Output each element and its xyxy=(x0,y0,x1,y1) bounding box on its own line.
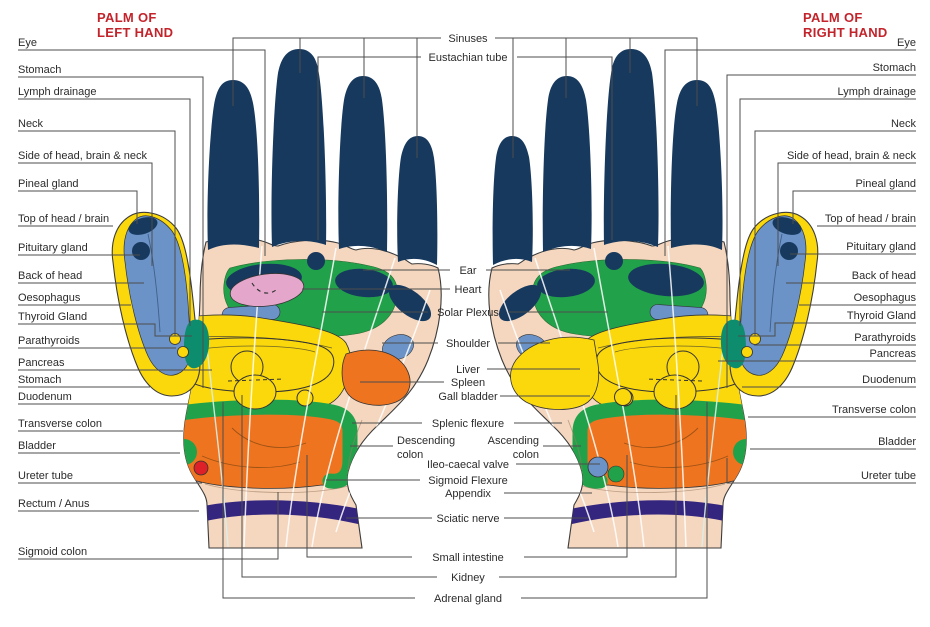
label-left-top-of-head: Top of head / brain xyxy=(18,213,109,225)
label-kidney: Kidney xyxy=(451,572,485,584)
label-left-pineal-gland: Pineal gland xyxy=(18,178,79,190)
label-right-eye: Eye xyxy=(897,37,916,49)
label-eustachian-tube: Eustachian tube xyxy=(429,52,508,64)
label-left-oesophagus: Oesophagus xyxy=(18,292,81,304)
label-splenic-flexure: Splenic flexure xyxy=(432,418,504,430)
zone-gall-bladder xyxy=(614,388,632,406)
label-left-duodenum: Duodenum xyxy=(18,391,72,403)
sinus-bracket-right xyxy=(513,37,698,106)
label-left-ureter-tube: Ureter tube xyxy=(18,470,73,482)
label-left-side-of-head: Side of head, brain & neck xyxy=(18,150,148,162)
label-ear: Ear xyxy=(459,265,476,277)
label-sigmoid-flexure: Sigmoid Flexure xyxy=(428,475,507,487)
label-right-back-of-head: Back of head xyxy=(852,270,916,282)
left-hand xyxy=(112,49,441,548)
label-sciatic-nerve: Sciatic nerve xyxy=(437,513,500,525)
label-left-rectum-anus: Rectum / Anus xyxy=(18,498,90,510)
label-right-pituitary-gland: Pituitary gland xyxy=(846,241,916,253)
label-left-pancreas: Pancreas xyxy=(18,357,65,369)
label-solar-plexus: Solar Plexus xyxy=(437,307,499,319)
label-right-oesophagus: Oesophagus xyxy=(854,292,917,304)
label-right-top-of-head: Top of head / brain xyxy=(825,213,916,225)
label-shoulder: Shoulder xyxy=(446,338,490,350)
label-left-stomach-2: Stomach xyxy=(18,374,61,386)
left-label-column: Eye Stomach Lymph drainage Neck Side of … xyxy=(18,37,148,558)
zone-appendix xyxy=(607,465,625,483)
label-liver: Liver xyxy=(456,364,480,376)
label-left-transverse-colon: Transverse colon xyxy=(18,418,102,430)
heading-palm-right-1: PALM OF xyxy=(803,10,863,25)
label-left-lymph-drainage: Lymph drainage xyxy=(18,86,96,98)
label-right-neck: Neck xyxy=(891,118,917,130)
label-left-pituitary-gland: Pituitary gland xyxy=(18,242,88,254)
label-small-intestine: Small intestine xyxy=(432,552,504,564)
label-left-thyroid-gland: Thyroid Gland xyxy=(18,311,87,323)
label-gall-bladder: Gall bladder xyxy=(438,391,498,403)
label-sinuses: Sinuses xyxy=(448,33,488,45)
label-right-pineal-gland: Pineal gland xyxy=(855,178,916,190)
heading-palm-left-1: PALM OF xyxy=(97,10,157,25)
label-left-bladder: Bladder xyxy=(18,440,56,452)
label-left-sigmoid-colon: Sigmoid colon xyxy=(18,546,87,558)
label-left-stomach: Stomach xyxy=(18,64,61,76)
heart-dashes xyxy=(251,282,277,294)
label-ileo-caecal-valve: Ileo-caecal valve xyxy=(427,459,509,471)
label-ascending-colon-2: colon xyxy=(513,449,539,461)
label-right-side-of-head: Side of head, brain & neck xyxy=(787,150,917,162)
label-right-parathyroids: Parathyroids xyxy=(854,332,916,344)
label-appendix: Appendix xyxy=(445,488,491,500)
label-heart: Heart xyxy=(455,284,482,296)
center-label-column: Sinuses Eustachian tube Ear Heart Solar … xyxy=(397,33,539,605)
label-left-parathyroids: Parathyroids xyxy=(18,335,80,347)
sinus-bracket-left xyxy=(232,37,417,106)
label-left-back-of-head: Back of head xyxy=(18,270,82,282)
zone-ileo-caecal-valve xyxy=(587,456,609,478)
right-hand xyxy=(489,49,818,548)
label-right-stomach: Stomach xyxy=(873,62,916,74)
right-label-column: Eye Stomach Lymph drainage Neck Side of … xyxy=(787,37,917,482)
heading-palm-right-2: RIGHT HAND xyxy=(803,25,888,40)
label-right-pancreas: Pancreas xyxy=(870,348,917,360)
label-descending-colon-1: Descending xyxy=(397,435,455,447)
label-right-bladder: Bladder xyxy=(878,436,916,448)
label-descending-colon-2: colon xyxy=(397,449,423,461)
label-right-duodenum: Duodenum xyxy=(862,374,916,386)
zone-rectum-anus xyxy=(193,460,209,476)
label-adrenal-gland: Adrenal gland xyxy=(434,593,502,605)
label-left-eye: Eye xyxy=(18,37,37,49)
label-right-transverse-colon: Transverse colon xyxy=(832,404,916,416)
label-right-thyroid-gland: Thyroid Gland xyxy=(847,310,916,322)
label-right-ureter-tube: Ureter tube xyxy=(861,470,916,482)
zone-heart xyxy=(229,273,305,307)
label-right-lymph-drainage: Lymph drainage xyxy=(838,86,916,98)
zone-liver xyxy=(510,336,600,410)
label-left-neck: Neck xyxy=(18,118,44,130)
label-spleen: Spleen xyxy=(451,377,485,389)
leader-lines xyxy=(18,37,916,599)
label-ascending-colon-1: Ascending xyxy=(488,435,539,447)
zone-spleen xyxy=(341,349,411,406)
heading-palm-left-2: LEFT HAND xyxy=(97,25,173,40)
